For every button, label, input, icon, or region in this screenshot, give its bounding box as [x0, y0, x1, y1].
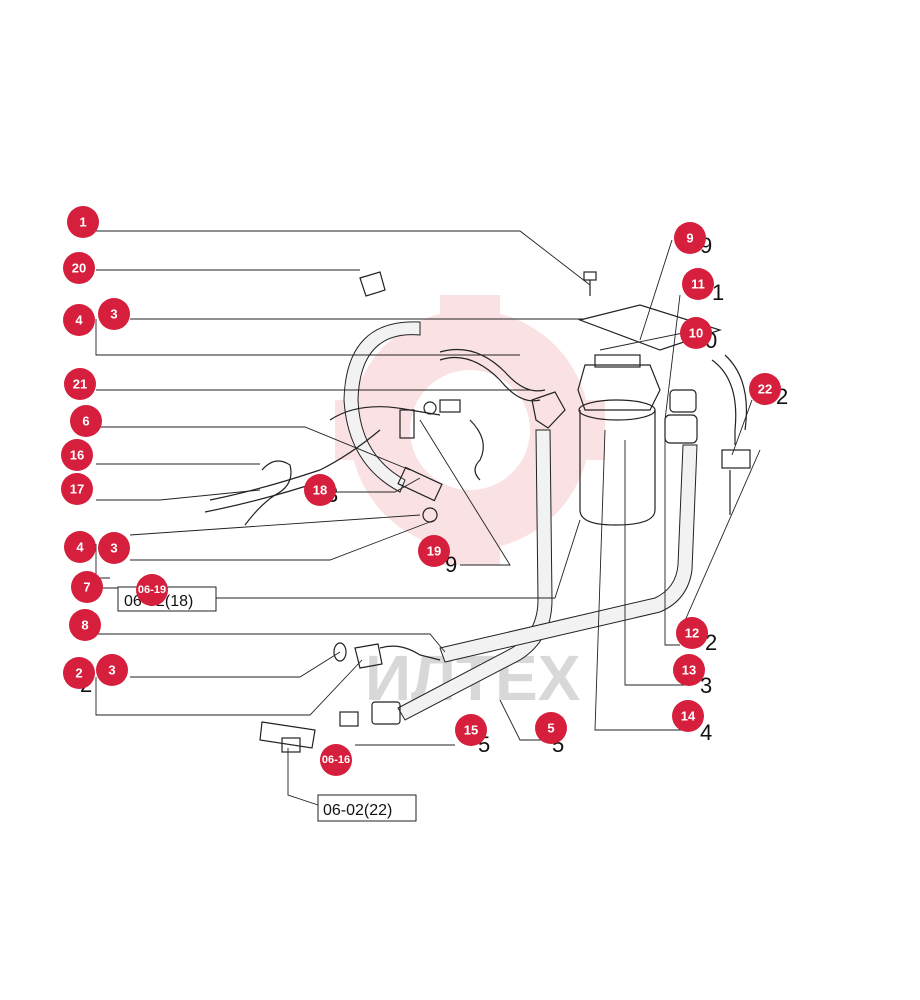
- svg-text:06-16: 06-16: [322, 754, 350, 766]
- callout-badge[interactable]: 15: [455, 714, 487, 746]
- callout-badge[interactable]: 5: [535, 712, 567, 744]
- callout-badge[interactable]: 06-16: [320, 744, 352, 776]
- callout-badge[interactable]: 11: [682, 268, 714, 300]
- callout-badge[interactable]: 14: [672, 700, 704, 732]
- svg-text:7: 7: [83, 580, 90, 595]
- callout-badge[interactable]: 3: [98, 298, 130, 330]
- callout-badge[interactable]: 6: [70, 405, 102, 437]
- callout-badge[interactable]: 7: [71, 571, 103, 603]
- callout-badge[interactable]: 06-19: [136, 574, 168, 606]
- svg-text:10: 10: [689, 326, 703, 341]
- svg-text:1: 1: [712, 280, 724, 305]
- reference-label: 06-02(22): [323, 802, 392, 819]
- svg-text:06-19: 06-19: [138, 584, 166, 596]
- svg-text:16: 16: [70, 448, 84, 463]
- svg-text:18: 18: [313, 483, 327, 498]
- svg-text:2: 2: [75, 666, 82, 681]
- callout-badge[interactable]: 19: [418, 535, 450, 567]
- callout-badge[interactable]: 9: [674, 222, 706, 254]
- svg-text:15: 15: [464, 723, 478, 738]
- svg-text:9: 9: [686, 231, 693, 246]
- callout-badge[interactable]: 3: [96, 654, 128, 686]
- svg-text:8: 8: [81, 618, 88, 633]
- svg-text:4: 4: [700, 720, 712, 745]
- callout-badge[interactable]: 12: [676, 617, 708, 649]
- svg-text:14: 14: [681, 709, 696, 724]
- svg-text:6: 6: [82, 414, 89, 429]
- callout-badge[interactable]: 2: [63, 657, 95, 689]
- leader-lines: [95, 230, 761, 806]
- svg-text:5: 5: [547, 721, 554, 736]
- svg-text:3: 3: [110, 541, 117, 556]
- callout-badge[interactable]: 16: [61, 439, 93, 471]
- svg-text:1: 1: [79, 215, 86, 230]
- callout-badge[interactable]: 8: [69, 609, 101, 641]
- svg-text:2: 2: [705, 630, 717, 655]
- svg-text:4: 4: [76, 540, 84, 555]
- callout-badge[interactable]: 21: [64, 368, 96, 400]
- hydraulic-assembly: [204, 271, 751, 753]
- svg-text:3: 3: [700, 673, 712, 698]
- callout-badges: 1 20 4 3 21 6 16 17 18 4 3 19 7 06-19 8 …: [61, 206, 781, 776]
- svg-text:12: 12: [685, 626, 699, 641]
- callout-badge[interactable]: 4: [64, 531, 96, 563]
- reference-box-06-02-22[interactable]: 06-02(22): [317, 794, 417, 822]
- svg-text:19: 19: [427, 544, 441, 559]
- svg-text:3: 3: [110, 307, 117, 322]
- svg-text:11: 11: [691, 277, 705, 292]
- svg-text:20: 20: [72, 261, 86, 276]
- svg-text:22: 22: [758, 382, 772, 397]
- svg-text:3: 3: [108, 663, 115, 678]
- callout-badge[interactable]: 3: [98, 532, 130, 564]
- callout-badge[interactable]: 18: [304, 474, 336, 506]
- svg-text:13: 13: [682, 663, 696, 678]
- callout-badge[interactable]: 22: [749, 373, 781, 405]
- svg-text:21: 21: [73, 377, 87, 392]
- callout-badge[interactable]: 20: [63, 252, 95, 284]
- callout-badge[interactable]: 17: [61, 473, 93, 505]
- callout-badge[interactable]: 4: [63, 304, 95, 336]
- callout-badge[interactable]: 1: [67, 206, 99, 238]
- callout-badge[interactable]: 10: [680, 317, 712, 349]
- callout-badge[interactable]: 13: [673, 654, 705, 686]
- svg-text:4: 4: [75, 313, 83, 328]
- svg-text:17: 17: [70, 482, 84, 497]
